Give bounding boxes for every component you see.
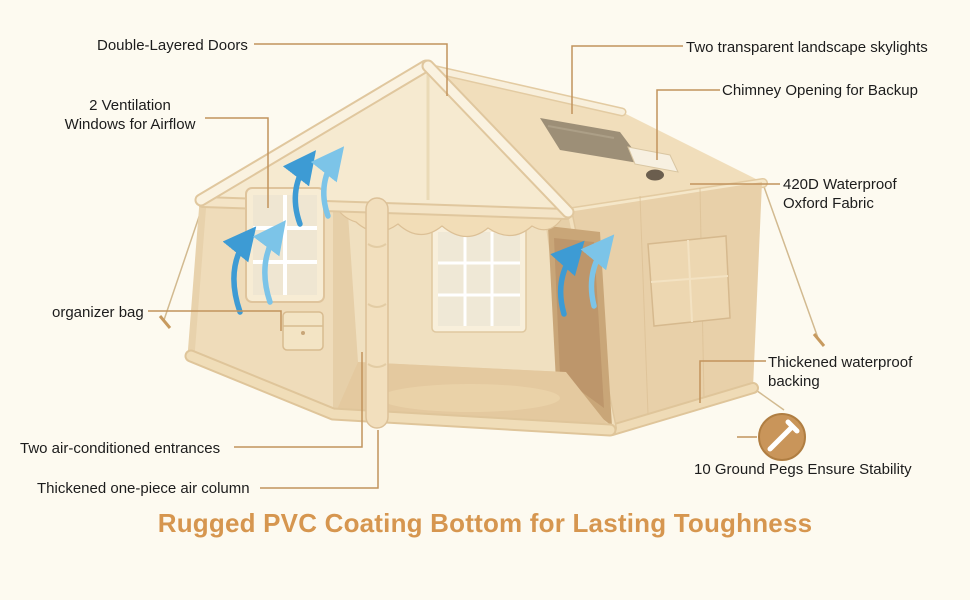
callout-entrances: Two air-conditioned entrances bbox=[20, 440, 221, 457]
air-column bbox=[365, 197, 389, 429]
callout-fabric-line1: 420D Waterproof bbox=[783, 176, 897, 193]
callout-ground-pegs: 10 Ground Pegs Ensure Stability bbox=[694, 461, 912, 478]
leader-entrances bbox=[234, 352, 363, 448]
airflow-arrows-icon bbox=[222, 146, 615, 317]
leader-organizer bbox=[148, 310, 282, 331]
leader-ventilation bbox=[205, 117, 269, 208]
ground-peg-icon bbox=[758, 413, 806, 461]
callout-organizer-bag: organizer bag bbox=[52, 304, 144, 321]
tent-illustration bbox=[158, 59, 826, 437]
guy-ropes bbox=[158, 183, 826, 411]
callout-ventilation-line1: 2 Ventilation bbox=[89, 97, 171, 114]
callout-fabric-line2: Oxford Fabric bbox=[783, 195, 874, 212]
leader-skylights bbox=[571, 45, 683, 114]
leader-air-column bbox=[260, 430, 379, 489]
interior-window-glass bbox=[438, 232, 520, 326]
callout-ventilation-windows: 2 Ventilation Windows for Airflow bbox=[55, 96, 205, 134]
callout-double-layered-doors: Double-Layered Doors bbox=[97, 37, 248, 54]
headline: Rugged PVC Coating Bottom for Lasting To… bbox=[157, 508, 813, 538]
leader-lines bbox=[148, 43, 780, 489]
callout-oxford-fabric: 420D Waterproof Oxford Fabric bbox=[783, 175, 897, 213]
callout-backing-line2: backing bbox=[768, 373, 820, 390]
callout-backing-line1: Thickened waterproof bbox=[768, 354, 913, 371]
callout-air-column: Thickened one-piece air column bbox=[37, 480, 250, 497]
leader-backing bbox=[699, 360, 766, 403]
callout-skylights: Two transparent landscape skylights bbox=[686, 39, 928, 56]
callout-chimney: Chimney Opening for Backup bbox=[722, 82, 918, 99]
chimney-flap bbox=[627, 146, 679, 173]
leader-chimney bbox=[656, 89, 720, 160]
callout-waterproof-backing: Thickened waterproof backing bbox=[768, 353, 912, 391]
chimney-opening bbox=[646, 169, 664, 181]
callout-ventilation-line2: Windows for Airflow bbox=[64, 116, 196, 133]
leader-doors bbox=[254, 43, 448, 96]
